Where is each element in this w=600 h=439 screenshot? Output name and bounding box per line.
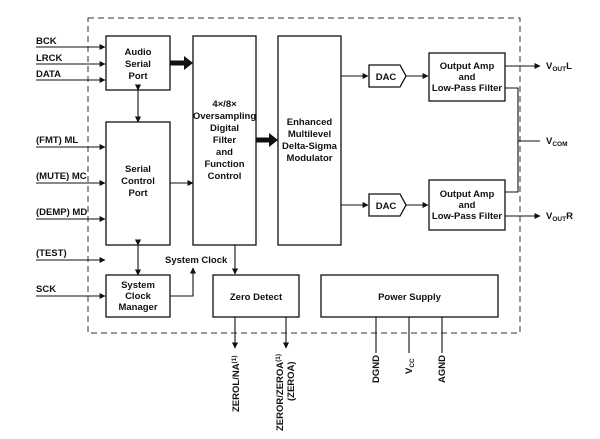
pin-sck-label: SCK	[36, 284, 56, 295]
pin-zeroa-label: (ZEROA)	[286, 361, 297, 401]
serial-control-port-line-2: Control	[121, 176, 155, 187]
output-amp-left-line-1: Output Amp	[440, 61, 495, 72]
oversampling-filter-line-6: Function	[204, 159, 244, 170]
oversampling-filter-block: 4×/8× Oversampling Digital Filter and Fu…	[192, 35, 257, 246]
audio-serial-port-block: Audio Serial Port	[105, 35, 171, 91]
serial-control-port-block: Serial Control Port	[105, 121, 171, 246]
system-clock-manager-block: System Clock Manager	[105, 274, 171, 318]
system-clock-manager-line-1: System	[121, 280, 155, 291]
pin-bck-label: BCK	[36, 36, 57, 47]
pin-zeror-label: ZEROR/ZEROA(1)	[275, 354, 286, 431]
serial-control-port-line-1: Serial	[125, 164, 151, 175]
power-supply-block: Power Supply	[320, 274, 499, 318]
modulator-line-3: Delta-Sigma	[282, 141, 338, 152]
pin-data-label: DATA	[36, 69, 61, 80]
dac-right-label: DAC	[376, 201, 397, 212]
oversampling-filter-line-7: Control	[208, 171, 242, 182]
output-amp-right-line-3: Low-Pass Filter	[432, 211, 503, 222]
zero-detect-label: Zero Detect	[230, 292, 283, 303]
power-supply-label: Power Supply	[378, 292, 442, 303]
vcom-bracket	[505, 87, 519, 193]
system-clock-path	[170, 267, 197, 297]
output-amp-left-line-2: and	[459, 72, 476, 83]
modulator-block: Enhanced Multilevel Delta-Sigma Modulato…	[277, 35, 342, 246]
oversampling-filter-line-5: and	[216, 147, 233, 158]
filter-to-modulator-arrowhead	[269, 133, 278, 147]
audio-serial-port-line-1: Audio	[125, 47, 152, 58]
pin-zerol-label: ZEROL/NA(1)	[231, 355, 242, 412]
oversampling-filter-line-2: Oversampling	[193, 111, 257, 122]
internal-connections: System Clock	[134, 56, 541, 297]
pin-agnd-label: AGND	[437, 355, 448, 383]
dac-left-block: DAC	[368, 64, 407, 88]
pin-fmt-ml-label: (FMT) ML	[36, 135, 78, 146]
output-labels: VOUTL VCOM VOUTR	[546, 61, 573, 223]
pin-lrck-label: LRCK	[36, 53, 63, 64]
chip-boundary	[87, 17, 521, 334]
vcom-label: VCOM	[546, 136, 568, 148]
output-amp-left-block: Output Amp and Low-Pass Filter	[428, 52, 506, 102]
bottom-pins: ZEROL/NA(1) ZEROR/ZEROA(1) (ZEROA) DGND …	[231, 317, 448, 431]
zero-detect-block: Zero Detect	[212, 274, 300, 318]
output-amp-right-line-2: and	[459, 200, 476, 211]
output-amp-right-block: Output Amp and Low-Pass Filter	[428, 179, 506, 231]
audio-serial-port-line-3: Port	[129, 71, 149, 82]
pin-vcc-label: VCC	[404, 358, 416, 374]
modulator-line-1: Enhanced	[287, 117, 333, 128]
vout-right-label: VOUTR	[546, 211, 573, 223]
pin-test-label: (TEST)	[36, 248, 67, 259]
serial-control-port-line-3: Port	[129, 188, 149, 199]
modulator-line-2: Multilevel	[288, 129, 331, 140]
modulator-line-4: Modulator	[287, 153, 333, 164]
audio-serial-port-line-2: Serial	[125, 59, 151, 70]
system-clock-manager-line-2: Clock	[125, 291, 152, 302]
system-clock-label: System Clock	[165, 255, 228, 266]
dac-left-label: DAC	[376, 72, 397, 83]
dac-right-block: DAC	[368, 193, 407, 217]
pin-dgnd-label: DGND	[371, 355, 382, 383]
oversampling-filter-line-1: 4×/8×	[212, 99, 237, 110]
oversampling-filter-line-3: Digital	[210, 123, 239, 134]
pin-mute-mc-label: (MUTE) MC	[36, 171, 87, 182]
vout-left-label: VOUTL	[546, 61, 572, 73]
output-amp-right-line-1: Output Amp	[440, 189, 495, 200]
system-clock-manager-line-3: Manager	[118, 302, 157, 313]
pin-demp-md-label: (DEMP) MD	[36, 207, 87, 218]
oversampling-filter-line-4: Filter	[213, 135, 237, 146]
output-amp-left-line-3: Low-Pass Filter	[432, 83, 503, 94]
input-pins: BCK LRCK DATA (FMT) ML (MUTE) MC (DEMP) …	[36, 36, 106, 300]
audio-to-filter-arrowhead	[184, 56, 193, 70]
